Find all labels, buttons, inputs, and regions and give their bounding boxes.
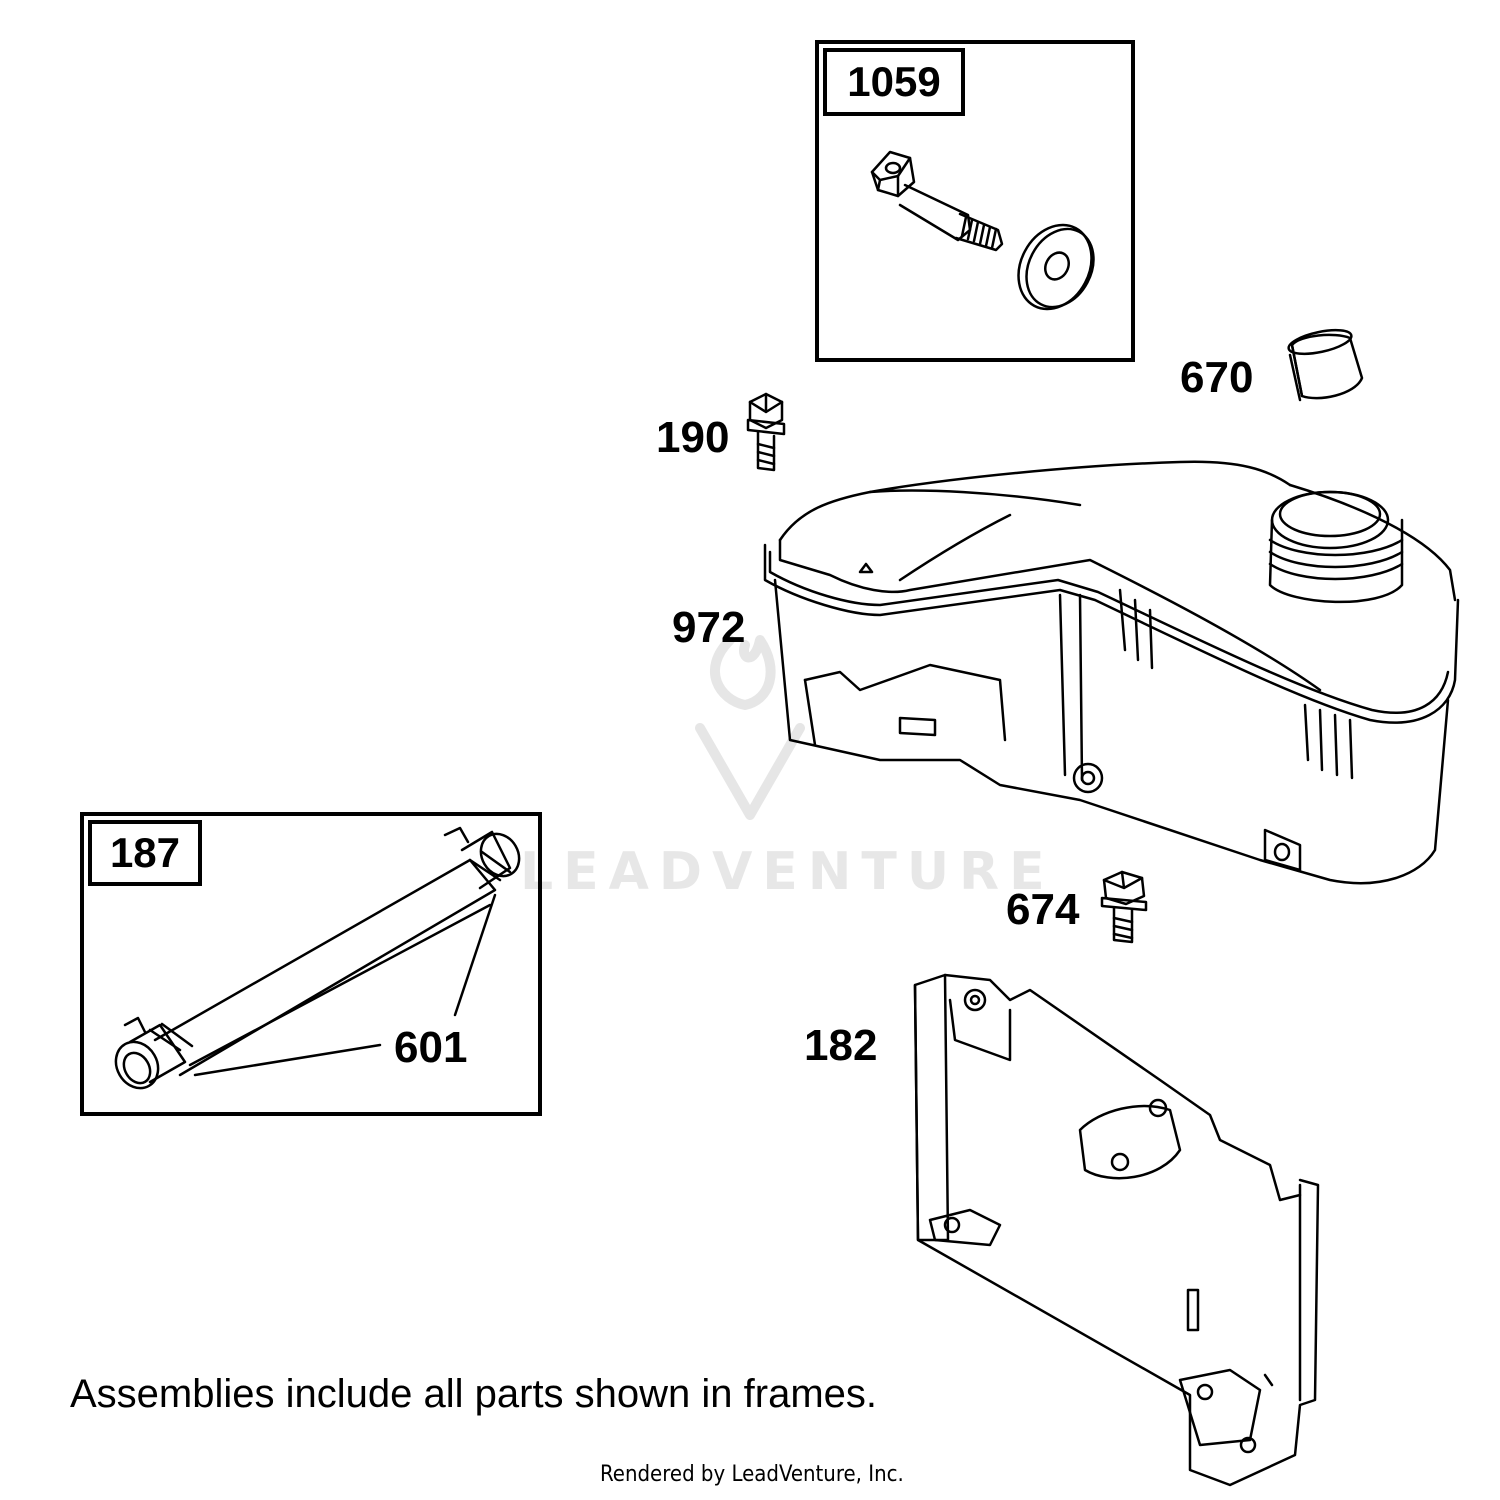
callout-190: 190 <box>656 413 730 462</box>
bracket-182-drawing <box>913 973 1320 1487</box>
fuel-tank-972-drawing <box>763 460 1460 885</box>
bolt-1059-drawing <box>870 150 1095 311</box>
bolt-674-drawing <box>1100 870 1148 944</box>
screw-190-drawing <box>746 392 786 472</box>
frame-label-187: 187 <box>88 820 202 886</box>
callout-182: 182 <box>804 1021 878 1070</box>
frame-label-1059: 1059 <box>823 48 965 116</box>
callout-972: 972 <box>672 603 746 652</box>
render-credit: Rendered by LeadVenture, Inc. <box>600 1462 904 1487</box>
callout-674: 674 <box>1006 885 1080 934</box>
callout-601: 601 <box>394 1023 468 1072</box>
spacer-670-drawing <box>1287 328 1364 402</box>
callout-670: 670 <box>1180 353 1254 402</box>
assemblies-note: Assemblies include all parts shown in fr… <box>70 1372 878 1416</box>
watermark-text: LEADVENTURE <box>520 842 1055 902</box>
watermark-logo <box>695 635 805 820</box>
frame-1059: 1059 <box>815 40 1135 362</box>
frame-187: 187 <box>80 812 542 1116</box>
hose-187-drawing <box>114 826 521 1090</box>
